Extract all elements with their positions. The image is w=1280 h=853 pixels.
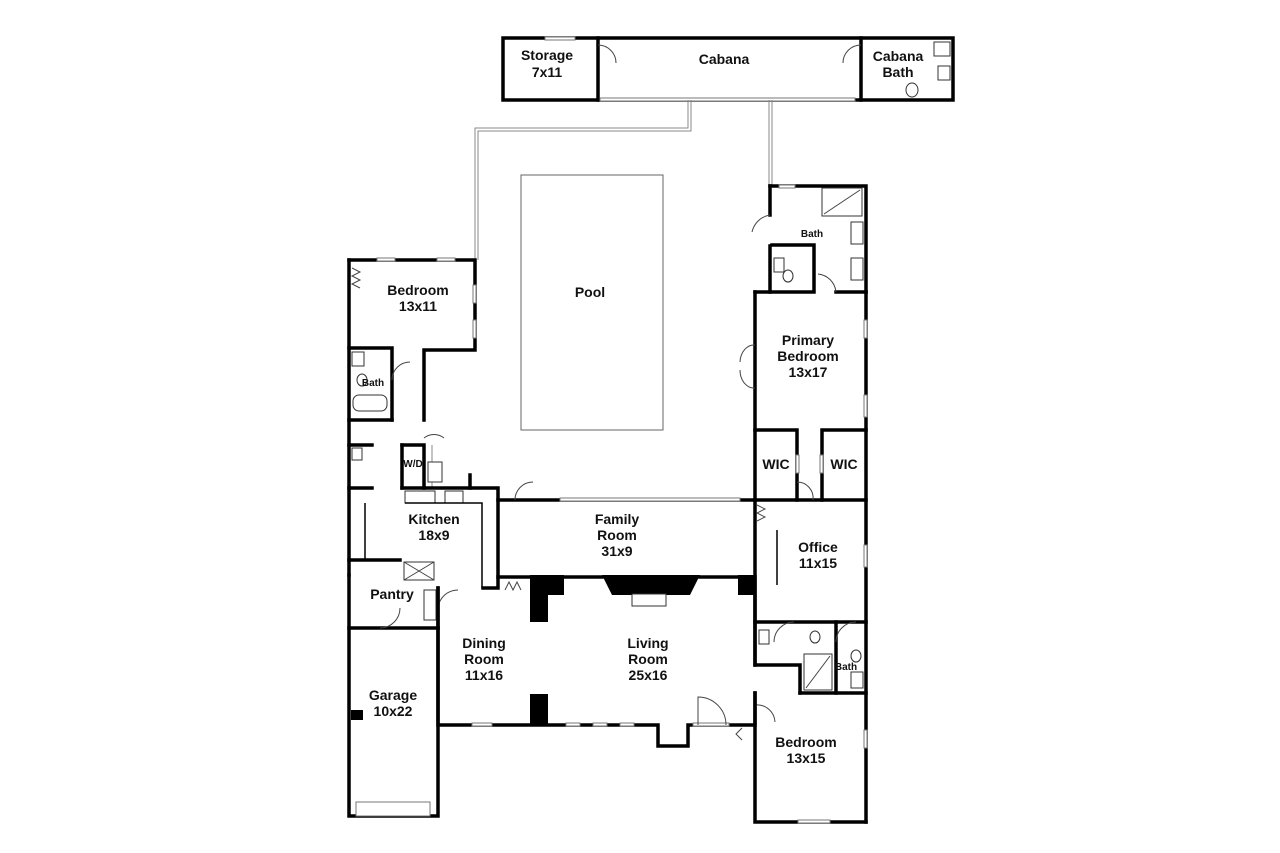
- bedroom-se-label: Bedroom: [775, 734, 836, 750]
- family-room-walls: [496, 481, 757, 579]
- bath-west-label: Bath: [362, 378, 384, 389]
- walkway: [431, 100, 773, 488]
- living-room-label-1: Living: [627, 635, 668, 651]
- primary-bedroom-size: 13x17: [789, 364, 828, 380]
- wic-right-label: WIC: [830, 456, 857, 472]
- wic-left-label: WIC: [762, 456, 789, 472]
- office-label: Office: [798, 539, 838, 555]
- family-room-size: 31x9: [601, 543, 632, 559]
- bath-se-label: Bath: [835, 662, 857, 673]
- dining-room-label-2: Room: [464, 651, 504, 667]
- wd-label: W/D: [403, 459, 422, 470]
- primary-wing: [739, 184, 868, 502]
- bedroom-nw-size: 13x11: [399, 298, 437, 314]
- garage-size: 10x22: [374, 703, 413, 719]
- west-wing: [347, 257, 500, 818]
- kitchen-size: 18x9: [418, 527, 449, 543]
- cabana-label: Cabana: [699, 51, 750, 67]
- pantry-label: Pantry: [370, 586, 414, 602]
- storage-label: Storage: [521, 47, 573, 63]
- garage-label: Garage: [369, 687, 417, 703]
- bath-primary-label: Bath: [801, 229, 823, 240]
- family-room-label-1: Family: [595, 511, 640, 527]
- bedroom-se-size: 13x15: [787, 750, 826, 766]
- dining-room-size: 11x16: [465, 667, 503, 683]
- cabana-building: [501, 36, 955, 102]
- bedroom-nw-label: Bedroom: [387, 282, 448, 298]
- cabana-bath-label-2: Bath: [882, 64, 913, 80]
- living-dining-walls: [436, 575, 757, 748]
- living-room-label-2: Room: [628, 651, 668, 667]
- primary-bedroom-label-2: Bedroom: [777, 348, 838, 364]
- pool-label: Pool: [575, 284, 605, 300]
- storage-size: 7x11: [532, 64, 563, 80]
- cabana-bath-label-1: Cabana: [873, 48, 924, 64]
- office-size: 11x15: [799, 555, 837, 571]
- kitchen-label: Kitchen: [408, 511, 459, 527]
- family-room-label-2: Room: [597, 527, 637, 543]
- primary-bedroom-label-1: Primary: [782, 332, 834, 348]
- living-room-size: 25x16: [629, 667, 668, 683]
- dining-room-label-1: Dining: [462, 635, 506, 651]
- pool: [520, 174, 664, 431]
